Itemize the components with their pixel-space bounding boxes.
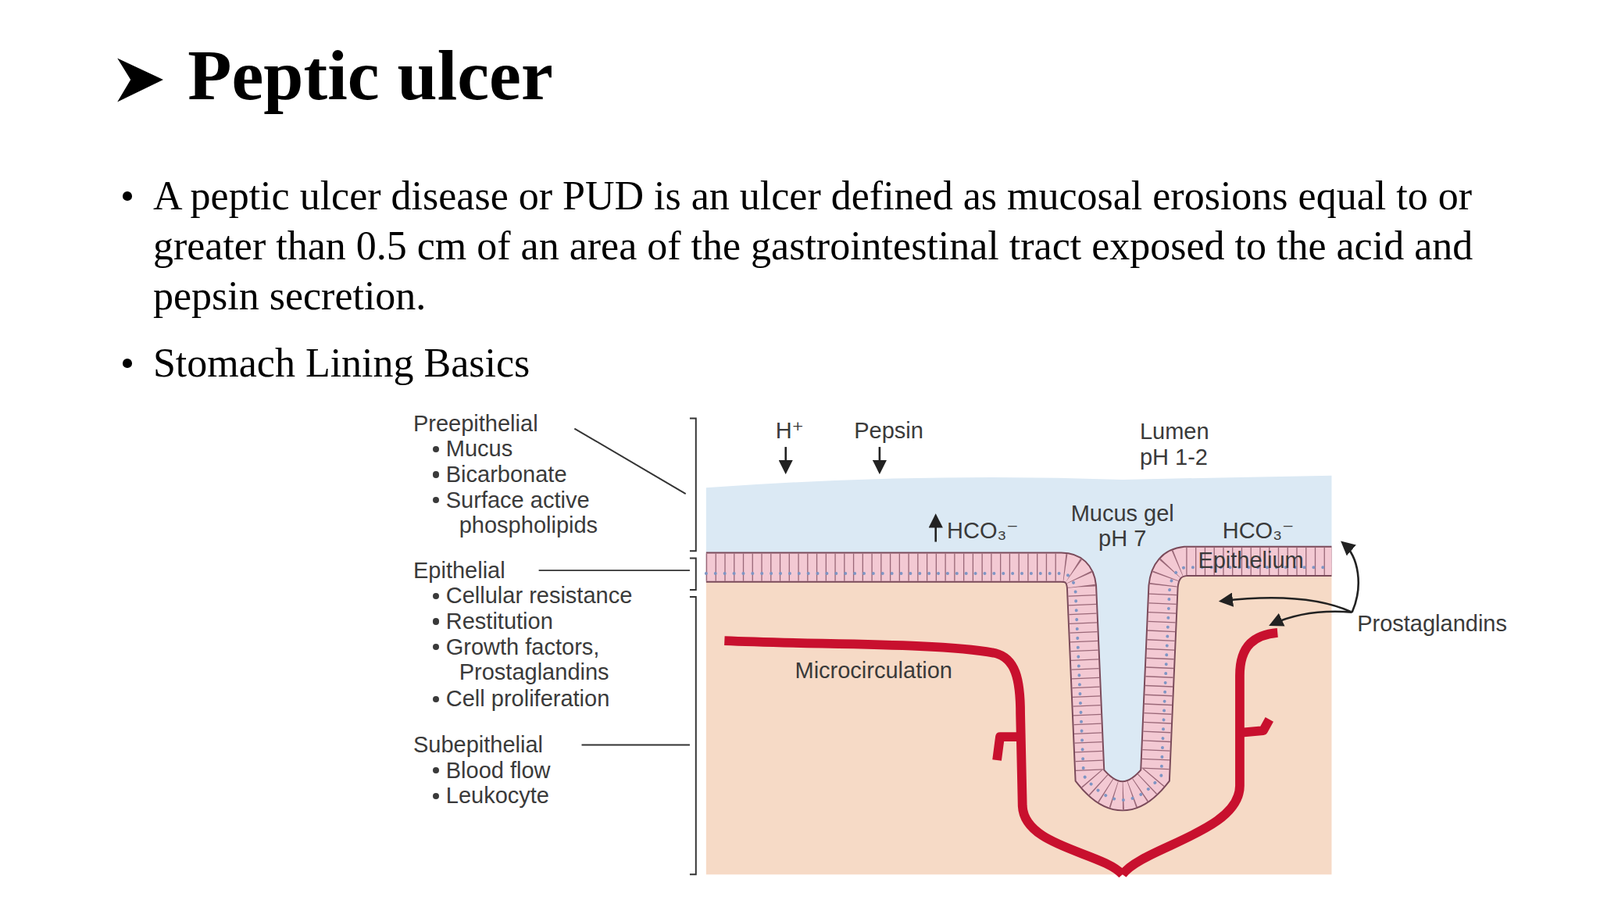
bullet-dot bbox=[432, 767, 440, 774]
list-item: Surface active phospholipids bbox=[446, 487, 650, 539]
blood-vessels bbox=[724, 632, 1278, 875]
list-item: Cellular resistance bbox=[446, 582, 633, 609]
down-arrow bbox=[878, 446, 882, 472]
slide-title: Peptic ulcer bbox=[187, 35, 553, 115]
mediator-label: Prostaglandins bbox=[1357, 610, 1508, 637]
list-item: Leukocyte bbox=[446, 782, 550, 809]
bullet-dot bbox=[122, 191, 133, 201]
bullet-dot bbox=[432, 643, 440, 650]
bullet-text: Stomach Lining Basics bbox=[153, 338, 530, 389]
leader-line bbox=[581, 743, 690, 746]
structure-label: Microcirculation bbox=[794, 657, 952, 684]
submucosa-tissue bbox=[706, 567, 1333, 875]
bullet-dot bbox=[432, 471, 440, 478]
region-label: Mucus gel pH 7 bbox=[1057, 500, 1188, 552]
list-item: Bicarbonate bbox=[446, 461, 568, 488]
up-arrow bbox=[934, 516, 937, 543]
down-arrow bbox=[784, 446, 787, 472]
list-item: Mucus bbox=[446, 435, 513, 462]
bracket bbox=[689, 557, 697, 590]
group-heading: Preepithelial bbox=[413, 410, 539, 437]
list-item: Growth factors, Prostaglandins bbox=[446, 634, 650, 686]
vessel-right bbox=[1122, 632, 1279, 875]
ion-label: HCO₃⁻ bbox=[946, 517, 1019, 544]
prostaglandin-arrow bbox=[1271, 611, 1352, 625]
ion-label: HCO₃⁻ bbox=[1222, 517, 1295, 544]
leader-line bbox=[574, 428, 686, 495]
vessel-branch bbox=[996, 736, 1021, 761]
vessel-branch bbox=[1239, 719, 1270, 733]
list-item: Blood flow bbox=[446, 757, 551, 784]
group-heading: Subepithelial bbox=[413, 732, 543, 758]
vessel-left bbox=[724, 640, 1122, 875]
bullet-dot bbox=[432, 446, 440, 453]
bracket bbox=[689, 418, 697, 552]
bullet-dot bbox=[122, 358, 133, 368]
bullet-dot bbox=[432, 617, 440, 625]
title-arrow-bullet bbox=[117, 57, 164, 102]
bracket bbox=[689, 596, 697, 875]
bullet-text: A peptic ulcer disease or PUD is an ulce… bbox=[153, 171, 1483, 322]
enzyme-label: Pepsin bbox=[853, 417, 924, 444]
ion-label: H⁺ bbox=[775, 417, 804, 444]
bullet-dot bbox=[432, 496, 440, 504]
bullet-dot bbox=[432, 696, 440, 703]
bullet-dot bbox=[432, 792, 440, 800]
layer-label: Epithelium bbox=[1197, 547, 1304, 574]
region-label: Lumen pH 1-2 bbox=[1139, 418, 1233, 470]
flux-arrows bbox=[785, 446, 1359, 625]
prostaglandin-arrow bbox=[1221, 597, 1352, 612]
list-item: Cell proliferation bbox=[446, 685, 611, 712]
group-heading: Epithelial bbox=[413, 557, 506, 584]
leader-line bbox=[539, 569, 690, 572]
list-item: Restitution bbox=[446, 608, 554, 635]
bullet-dot bbox=[432, 592, 440, 600]
prostaglandin-arrow bbox=[1342, 542, 1359, 613]
